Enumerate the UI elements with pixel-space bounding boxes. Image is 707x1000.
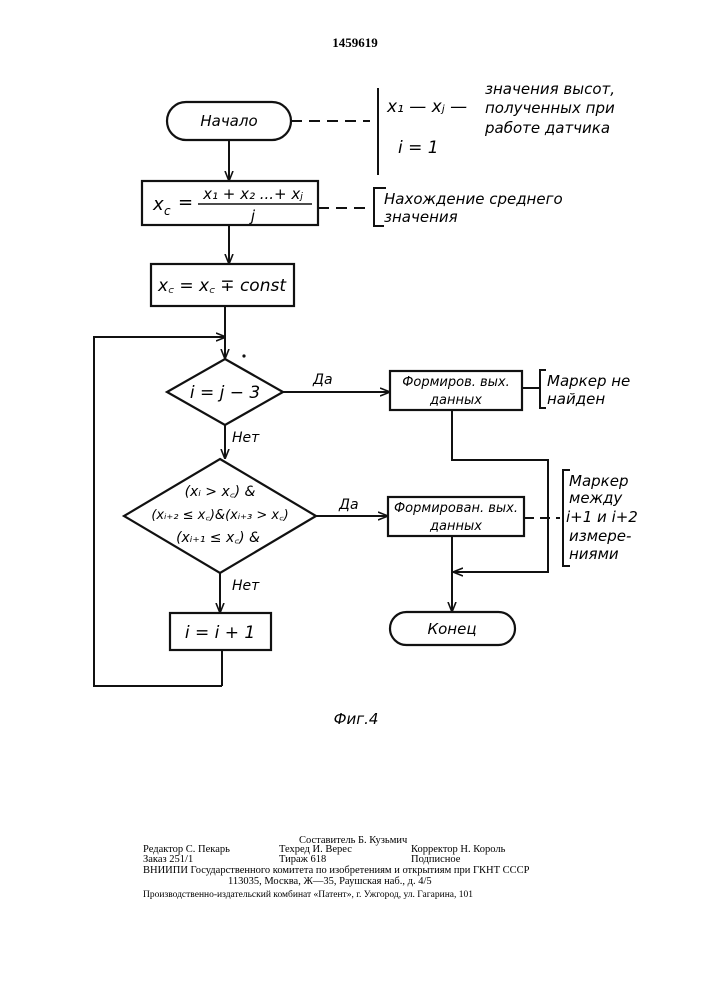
output2-note-line5: ниями — [569, 545, 619, 563]
start-label: Начало — [200, 112, 257, 130]
start-note-line2: полученных при — [485, 99, 615, 117]
scan-speck — [242, 354, 245, 357]
output2-line1: Формирован. вых. — [394, 501, 518, 516]
output2-line2: данных — [429, 519, 482, 534]
start-note-vars: x₁ — xⱼ — — [386, 97, 467, 117]
patent-number: 1459619 — [332, 35, 378, 50]
output1-note-line2: найден — [547, 390, 605, 408]
mean-denominator: j — [249, 207, 256, 225]
output2-note-line1: Маркер — [569, 472, 628, 490]
output2-note-line2: между — [569, 489, 623, 507]
start-note-line1: значения высот, — [485, 80, 615, 98]
decision1-yes-label: Да — [312, 372, 333, 388]
output1-note-bracket — [540, 370, 546, 408]
imprint-subscription: Подписное — [411, 854, 461, 865]
imprint-org-line: ВНИИПИ Государственного комитета по изоб… — [143, 865, 530, 876]
mean-lhs-sub: c — [164, 204, 171, 218]
imprint-address-line: 113035, Москва, Ж—35, Раушская наб., д. … — [228, 876, 432, 887]
decision1-no-label: Нет — [232, 430, 260, 446]
decision2-no-label: Нет — [232, 578, 260, 594]
imprint-publisher-line: Производственно-издательский комбинат «П… — [143, 889, 473, 900]
mean-equals: = — [178, 192, 193, 213]
imprint-order: Заказ 251/1 — [143, 854, 193, 865]
mean-note-line2: значения — [384, 208, 458, 226]
figure-caption: Фиг.4 — [334, 710, 379, 728]
imprint-block: Составитель Б. Кузьмич Редактор С. Пекар… — [143, 835, 530, 900]
decision2-line1: (xᵢ > x꜀) & — [185, 484, 256, 500]
end-label: Конец — [427, 620, 476, 638]
start-note-init: i = 1 — [398, 138, 439, 158]
decision1-text: i = j − 3 — [190, 383, 260, 403]
decision2-line2: (xᵢ₊₂ ≤ x꜀)&(xᵢ₊₃ > x꜀) — [151, 508, 288, 523]
increment-text: i = i + 1 — [185, 623, 255, 643]
output1-line1: Формиров. вых. — [402, 375, 510, 390]
mean-note-line1: Нахождение среднего — [384, 190, 563, 208]
adjust-text: x꜀ = x꜀ ∓ const — [157, 276, 287, 296]
mean-lhs: x — [152, 194, 164, 215]
decision2-yes-label: Да — [338, 497, 359, 513]
output1-note-line1: Маркер не — [547, 372, 630, 390]
decision2-line3: (xᵢ₊₁ ≤ x꜀) & — [176, 530, 260, 546]
mean-numerator: x₁ + x₂ ...+ xⱼ — [202, 185, 303, 203]
output2-note-line3: i+1 и i+2 — [566, 508, 638, 526]
output1-merge-line — [452, 410, 548, 572]
output1-line2: данных — [429, 393, 482, 408]
imprint-circulation: Тираж 618 — [279, 854, 326, 865]
output2-note-line4: измере- — [569, 527, 631, 545]
start-note-line3: работе датчика — [484, 119, 610, 137]
